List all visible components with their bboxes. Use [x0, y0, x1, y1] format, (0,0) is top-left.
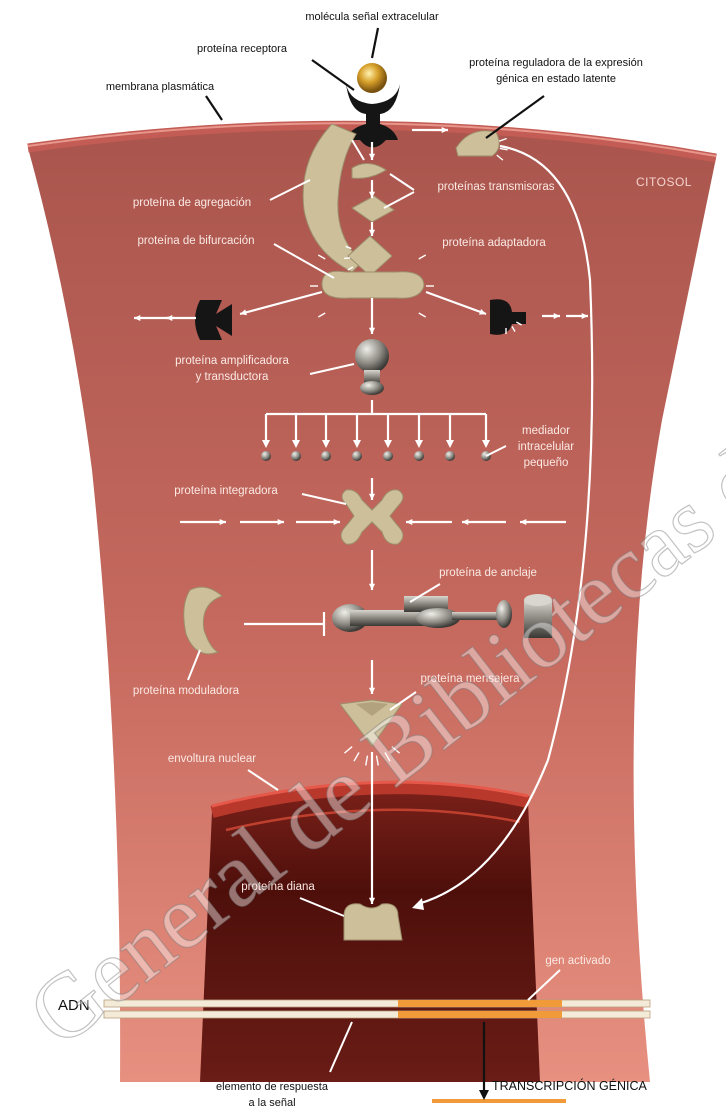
- mediator-molecule: [352, 451, 362, 461]
- anchoring-label: proteína de anclaje: [439, 567, 537, 579]
- mediator-label-3: pequeño: [524, 457, 569, 469]
- activated-gene-label: gen activado: [545, 955, 610, 967]
- integrator-label: proteína integradora: [174, 485, 278, 497]
- target-protein: [344, 904, 402, 940]
- signal-sphere-icon: [357, 63, 387, 93]
- modulator-label: proteína moduladora: [133, 685, 240, 697]
- sparkle: [344, 258, 350, 259]
- mediator-molecule: [445, 451, 455, 461]
- mediator-molecule: [321, 451, 331, 461]
- adaptor-label: proteína adaptadora: [442, 237, 546, 249]
- amplifier-label-2: y transductora: [196, 371, 269, 383]
- mediator-molecule: [414, 451, 424, 461]
- nuclear-envelope-label: envoltura nuclear: [168, 753, 256, 765]
- dna-strand-bottom: [104, 1011, 650, 1018]
- amplifier-label-1: proteína amplificadora: [175, 355, 289, 367]
- activated-gene-top: [398, 1000, 562, 1007]
- membrane-label: membrana plasmática: [106, 81, 215, 93]
- response-element-label-1: elemento de respuesta: [216, 1081, 329, 1093]
- bifurcation-protein: [322, 271, 424, 298]
- signal-molecule-label: molécula señal extracelular: [305, 11, 439, 23]
- scaffold-label: proteína de agregación: [133, 197, 251, 209]
- gene-regulatory-label-1: proteína reguladora de la expresión: [469, 57, 643, 69]
- relay-label: proteínas transmisoras: [438, 181, 555, 193]
- mediator-label-1: mediador: [522, 425, 570, 437]
- cytosol-label: CITOSOL: [636, 175, 692, 189]
- transcription-label: TRANSCRIPCIÓN GÉNICA: [492, 1078, 648, 1093]
- mediator-molecule: [261, 451, 271, 461]
- gene-regulatory-label-2: génica en estado latente: [496, 73, 616, 85]
- receptor-label: proteína receptora: [197, 43, 288, 55]
- dna-strand-top: [104, 1000, 650, 1007]
- mediator-molecule: [383, 451, 393, 461]
- response-element-label-2: a la señal: [248, 1097, 295, 1109]
- mediator-label-2: intracelular: [518, 441, 574, 453]
- bifurcation-label: proteína de bifurcación: [138, 235, 255, 247]
- mediator-molecule: [291, 451, 301, 461]
- activated-gene-bottom: [398, 1011, 562, 1018]
